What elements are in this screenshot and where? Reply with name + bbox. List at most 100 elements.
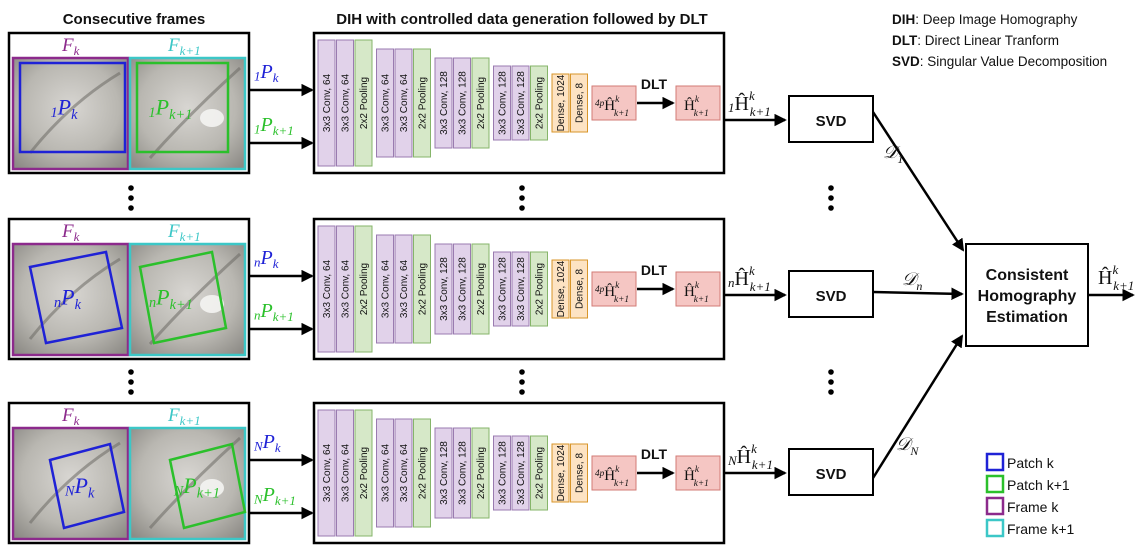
layer-label: 3x3 Conv, 64: [322, 259, 333, 318]
layer-conv: [394, 418, 413, 528]
legend-swatch: [985, 452, 1005, 472]
layer-conv: [453, 57, 471, 149]
ellipsis-dot: [128, 185, 134, 191]
layer-label: 2x2 Pooling: [476, 77, 487, 129]
layer-conv: [511, 251, 530, 327]
frame-k-border: [11, 242, 130, 357]
frame-k1-image: [130, 58, 245, 169]
layer-label: 3x3 Conv, 128: [516, 441, 527, 505]
ellipsis-dot: [828, 195, 834, 201]
layer-conv: [336, 409, 354, 537]
ellipsis-dot: [128, 195, 134, 201]
layer-label: Dense, 1024: [556, 74, 567, 131]
svd-arrow-1: [871, 111, 965, 252]
ellipsis-dot: [828, 185, 834, 191]
layer-label: 2x2 Pooling: [418, 263, 429, 315]
patch-k1-box: [168, 442, 247, 530]
ellipsis-dot: [128, 369, 134, 375]
layer-label: 2x2 Pooling: [476, 263, 487, 315]
patch-k-label: 1Pk: [51, 95, 79, 123]
layer-conv: [493, 65, 511, 141]
vessel-line: [148, 436, 242, 529]
layer-label: 2x2 Pooling: [359, 77, 370, 129]
layer-conv: [317, 39, 336, 167]
layer-conv: [376, 48, 394, 158]
frame-k1-border: [128, 426, 247, 541]
frame-k-label: Fk: [61, 221, 80, 244]
layer-label: 3x3 Conv, 64: [341, 73, 352, 132]
ellipsis-dot: [128, 379, 134, 385]
layer-conv: [434, 57, 453, 149]
h-box: [675, 85, 721, 121]
dlt-label: DLT: [641, 262, 668, 278]
patch-k1-box: [138, 250, 228, 345]
layer-conv: [511, 435, 530, 511]
ellipsis-dot: [519, 389, 525, 395]
layer-label: 3x3 Conv, 128: [498, 71, 509, 135]
layer-label: 2x2 Pooling: [535, 447, 546, 499]
layer-conv: [434, 427, 453, 519]
layer-label: 3x3 Conv, 64: [381, 259, 392, 318]
layer-conv: [394, 234, 413, 344]
patch-k-label: nPk: [54, 285, 82, 313]
layer-label: 3x3 Conv, 128: [458, 257, 469, 321]
glare-spot: [200, 479, 224, 497]
layer-conv: [394, 48, 413, 158]
layer-label: 3x3 Conv, 128: [458, 441, 469, 505]
d-label-n: 𝒟n: [902, 269, 922, 293]
layer-conv: [376, 418, 394, 528]
frame-k1-label: Fk+1: [167, 35, 201, 58]
legend-swatch: [985, 518, 1005, 538]
layer-dense: [551, 443, 570, 503]
layer-pool: [413, 418, 431, 528]
layer-conv: [434, 243, 453, 335]
glare-spot: [200, 109, 224, 127]
h-box: [675, 271, 721, 307]
layer-dense: [551, 259, 570, 319]
d-label-N: 𝒟N: [896, 434, 919, 458]
ellipsis-dot: [128, 389, 134, 395]
layer-pool: [471, 427, 490, 519]
input-label-k: 1Pk: [254, 61, 279, 85]
layer-label: 2x2 Pooling: [418, 447, 429, 499]
layer-label: 3x3 Conv, 64: [399, 73, 410, 132]
patch-k-box: [18, 61, 127, 154]
vessel-line: [148, 252, 242, 345]
ellipsis-dot: [519, 379, 525, 385]
layer-pool: [530, 65, 548, 141]
input-label-k: nPk: [254, 247, 279, 271]
ellipsis-dot: [519, 205, 525, 211]
ellipsis-dot: [828, 369, 834, 375]
layer-pool: [354, 225, 373, 353]
layer-label: Dense, 1024: [556, 444, 567, 501]
legend-swatch: [985, 474, 1005, 494]
frames-header: Consecutive frames: [63, 11, 206, 28]
patch-k1-box: [135, 61, 230, 154]
svd-label: SVD: [816, 113, 847, 130]
layer-label: 3x3 Conv, 128: [458, 71, 469, 135]
ellipsis-dot: [519, 195, 525, 201]
layer-label: 3x3 Conv, 128: [439, 71, 450, 135]
layer-dense: [570, 259, 588, 319]
svd-label: SVD: [816, 466, 847, 483]
h4p-box: [591, 455, 637, 491]
abbreviation-dlt: DLT: Direct Linear Tranform: [892, 33, 1059, 48]
frame-container: [7, 401, 251, 545]
h-box: [675, 455, 721, 491]
frame-k1-label: Fk+1: [167, 221, 201, 244]
layer-label: 3x3 Conv, 64: [381, 73, 392, 132]
frame-k-label: Fk: [61, 405, 80, 428]
layer-label: 3x3 Conv, 64: [322, 443, 333, 502]
frame-k1-border: [128, 242, 247, 357]
layer-conv: [336, 225, 354, 353]
